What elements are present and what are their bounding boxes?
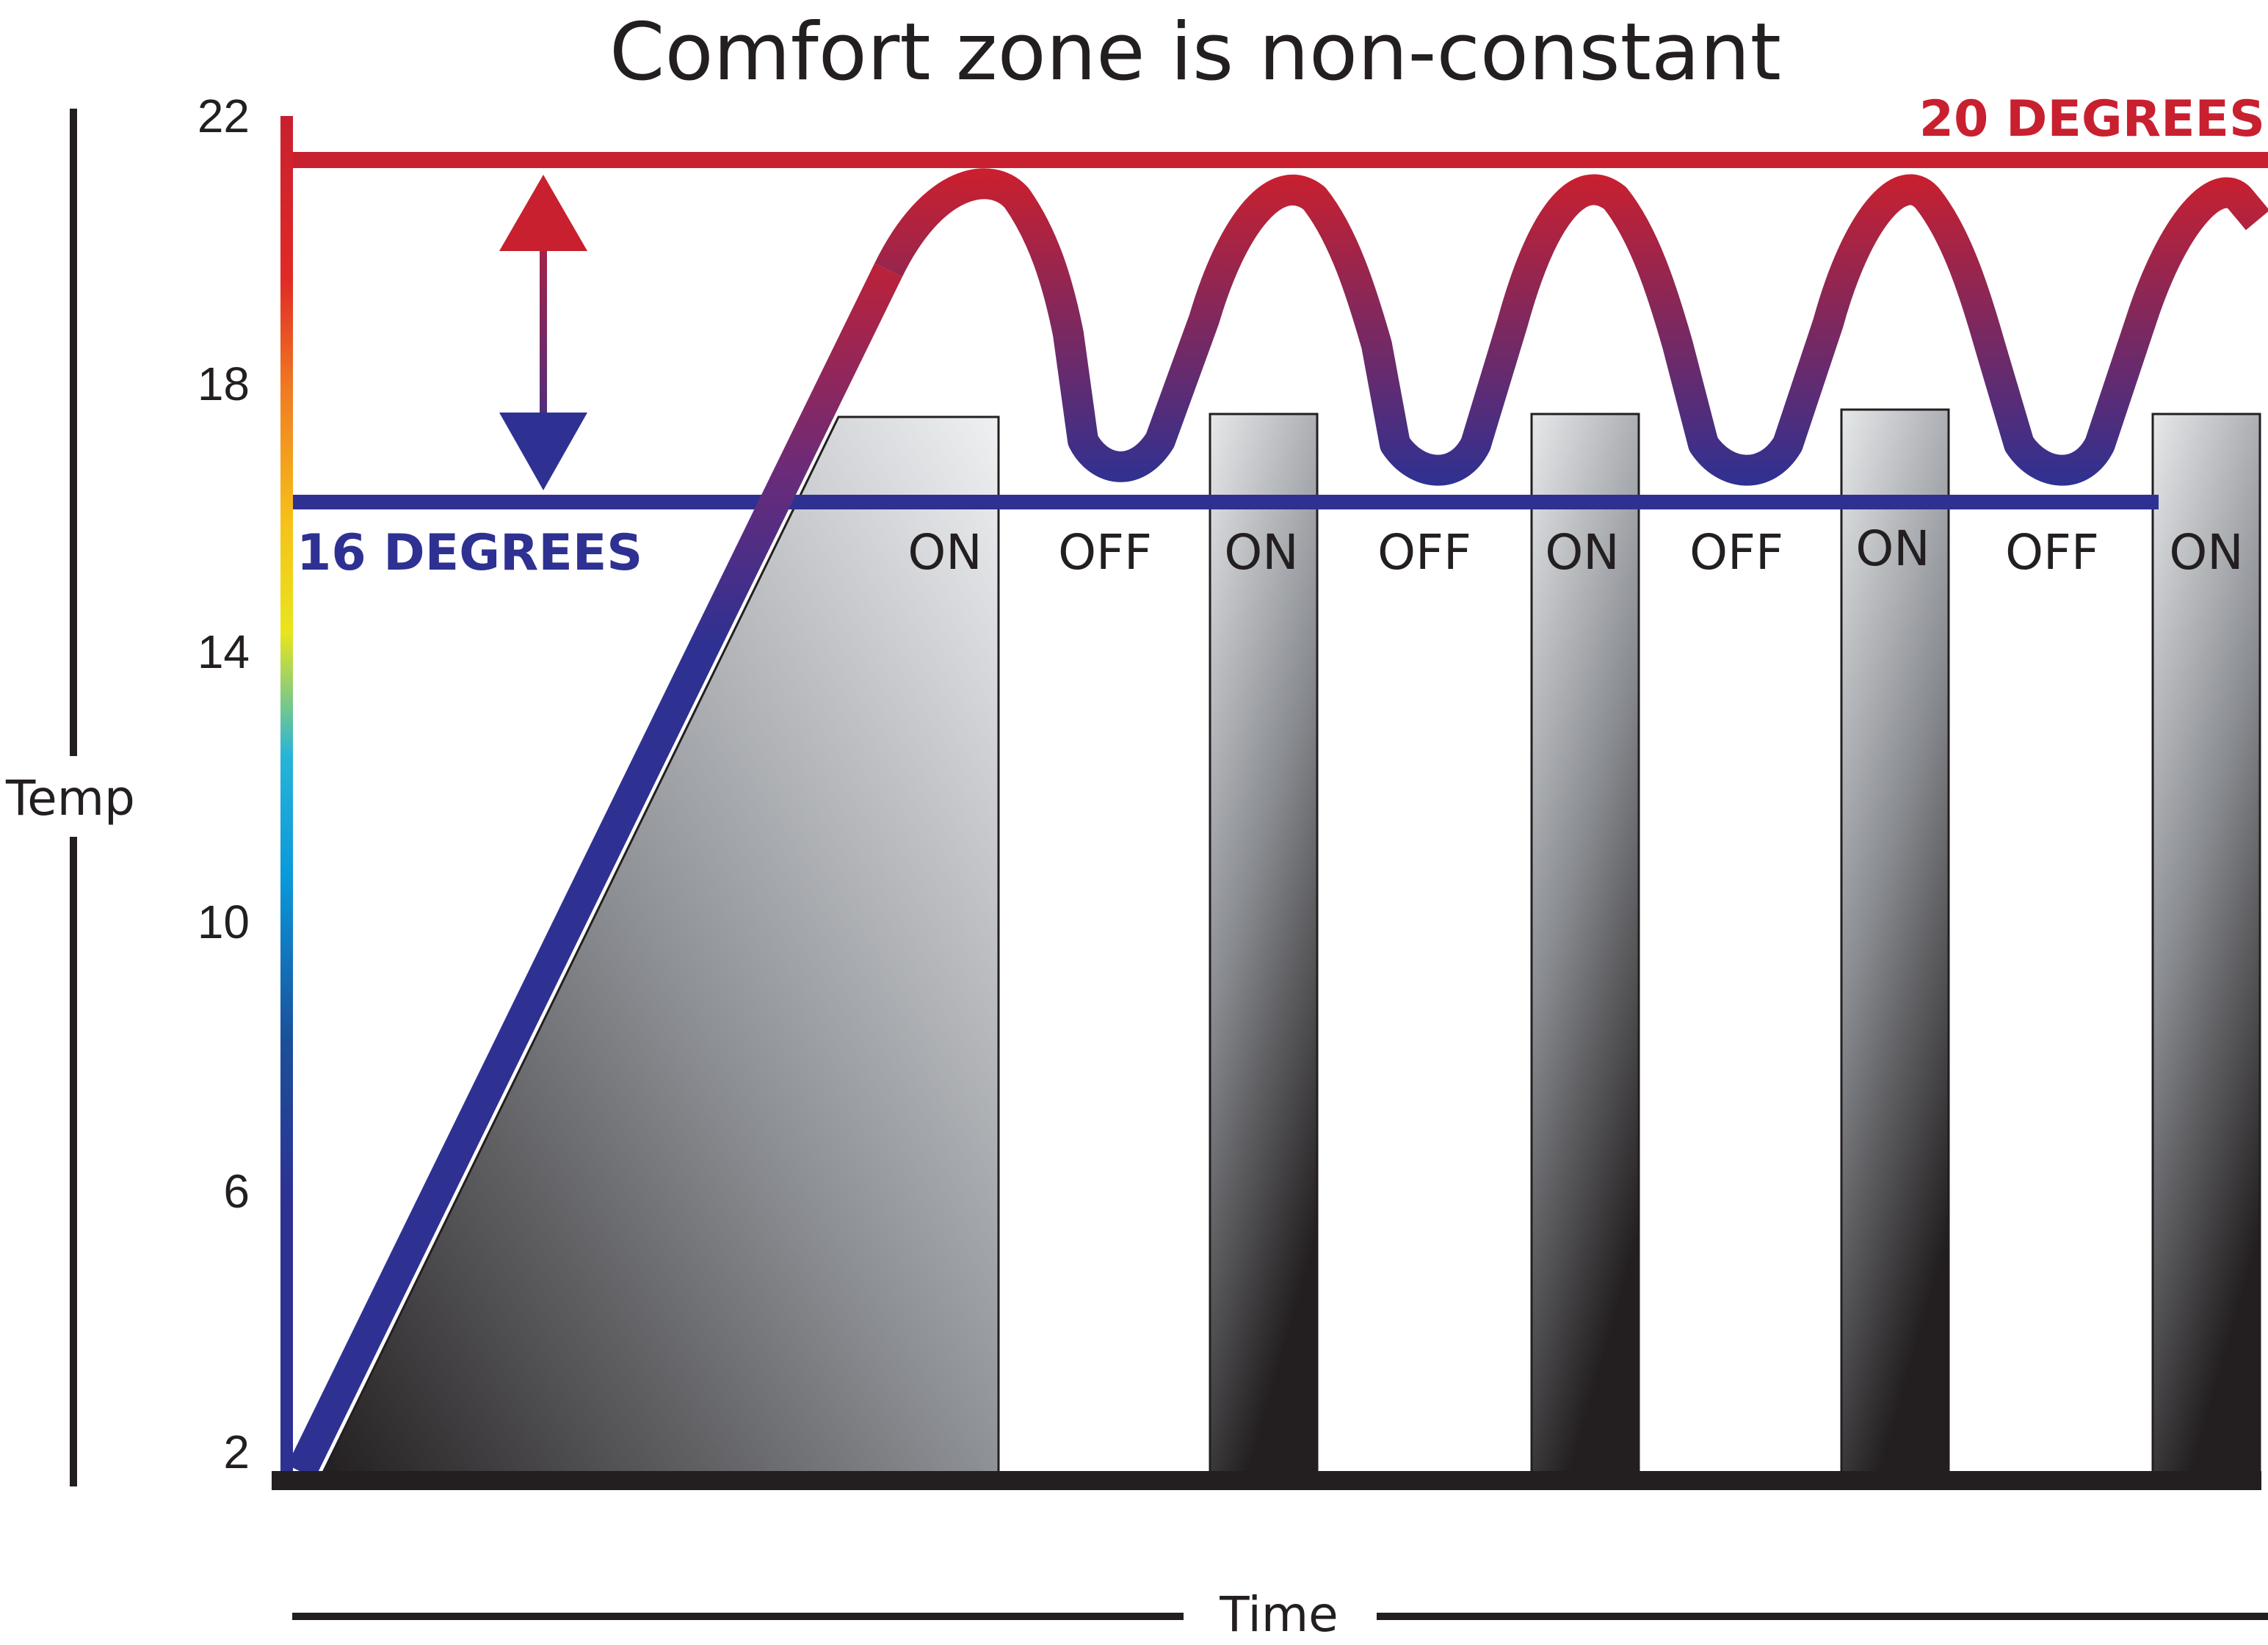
y-tick-label: 10 <box>198 896 250 948</box>
bar-labels: ON OFF ON OFF ON OFF ON OFF ON <box>907 520 2243 581</box>
y-tick-label: 6 <box>223 1165 250 1218</box>
bar-label: ON <box>1224 524 1298 581</box>
y-tick-labels: 22 18 14 10 6 2 <box>198 90 250 1478</box>
y-tick-label: 14 <box>198 625 250 678</box>
lower-limit-label: 16 DEGREES <box>297 524 642 582</box>
chart-title: Comfort zone is non-constant <box>609 7 1781 98</box>
arrow-down-head <box>499 413 587 490</box>
bar-label: ON <box>907 524 982 581</box>
temperature-ramp <box>287 263 902 1479</box>
bar-label: OFF <box>1058 524 1152 581</box>
bar-label: ON <box>2169 524 2243 581</box>
bar-on-2 <box>1209 413 1319 1478</box>
bar-label: ON <box>1545 524 1619 581</box>
bar-on-5 <box>2151 413 2261 1478</box>
y-axis-label: Temp <box>5 770 135 827</box>
bars <box>319 408 2261 1478</box>
temperature-curve <box>874 168 2268 486</box>
y-tick-label: 2 <box>223 1426 250 1478</box>
x-axis-label: Time <box>1219 1586 1338 1643</box>
bar-label: ON <box>1855 520 1930 577</box>
temperature-scale-bar <box>280 116 293 1477</box>
y-tick-label: 18 <box>198 357 250 410</box>
arrow-up-head <box>499 175 587 251</box>
upper-limit-label: 20 DEGREES <box>1919 90 2265 148</box>
bar-on-4 <box>1840 408 1950 1478</box>
bar-on-3 <box>1530 413 1640 1478</box>
bar-label: OFF <box>1377 524 1471 581</box>
range-arrow <box>499 175 587 490</box>
bar-label: OFF <box>2005 524 2099 581</box>
y-tick-label: 22 <box>198 90 250 142</box>
bar-label: OFF <box>1689 524 1783 581</box>
